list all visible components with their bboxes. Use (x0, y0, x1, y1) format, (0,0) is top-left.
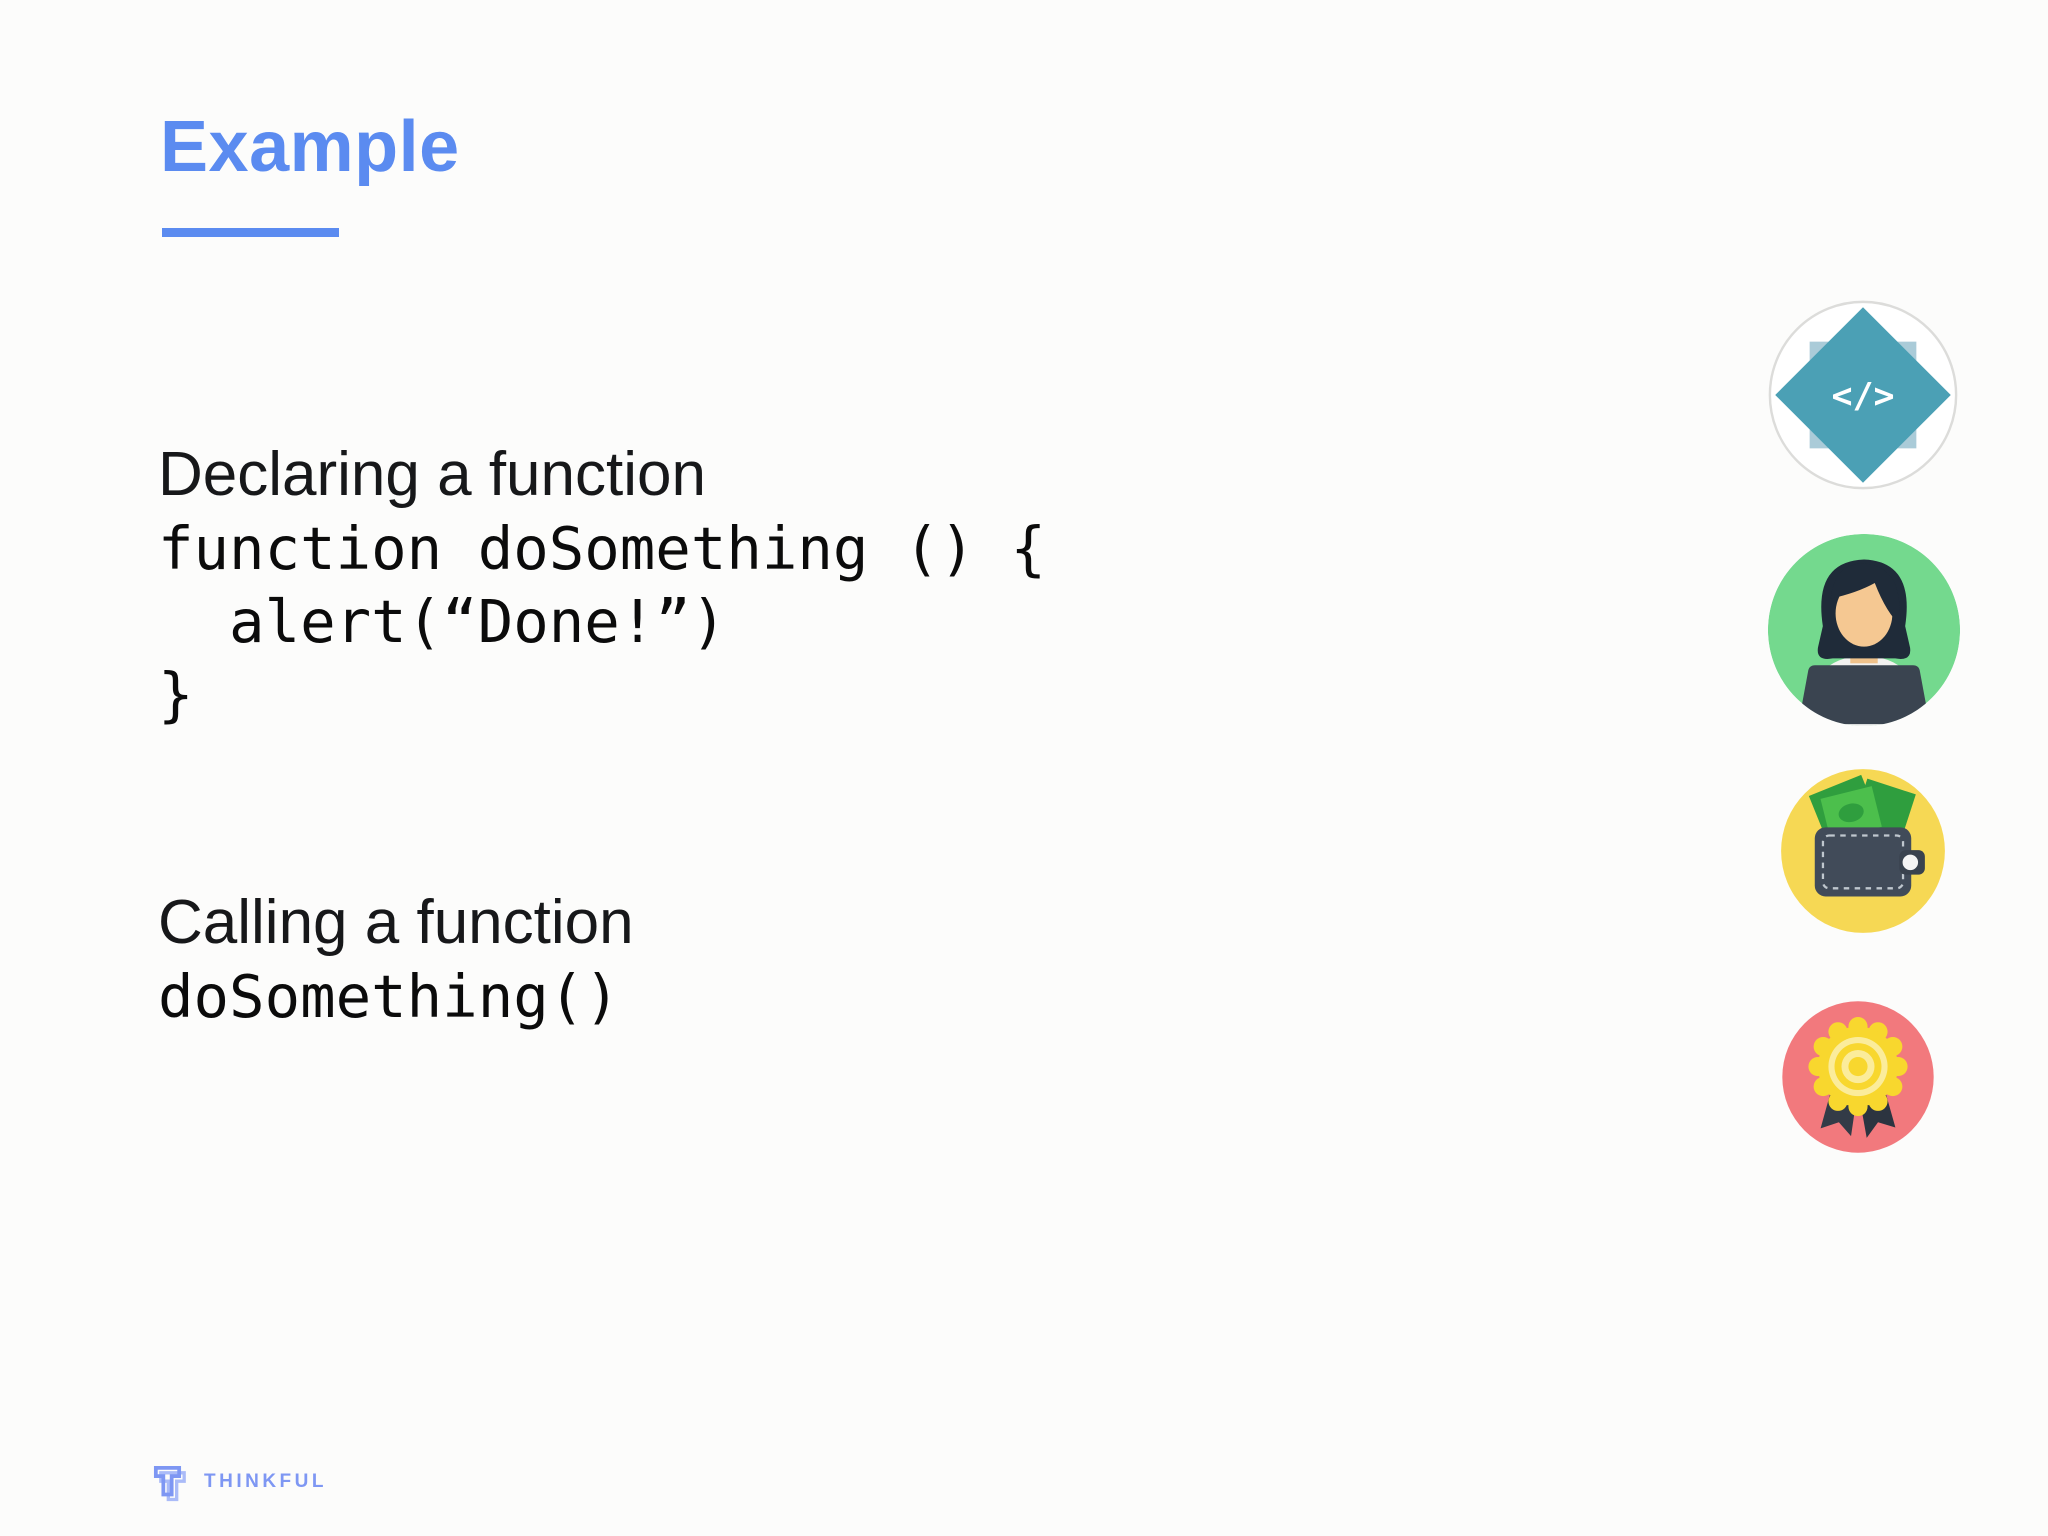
code-line: function doSomething () { (158, 514, 1047, 583)
code-line: } (158, 660, 194, 729)
code-glyph: </> (1831, 377, 1894, 417)
award-rosette-icon (1771, 990, 1945, 1164)
section-calling-function: Calling a function doSomething() (158, 886, 634, 1033)
section-label: Calling a function (158, 888, 634, 957)
code-badge-icon: </> (1766, 298, 1960, 492)
section-label: Declaring a function (158, 440, 706, 509)
wallet-with-cash-icon (1772, 760, 1954, 942)
code-line: doSomething() (158, 962, 620, 1031)
brand-footer: THINKFUL (150, 1460, 327, 1504)
section-declaring-function: Declaring a function function doSomethin… (158, 438, 1046, 731)
developer-at-laptop-icon (1766, 532, 1962, 728)
title-underline (162, 228, 339, 237)
code-line: alert(“Done!”) (158, 587, 727, 656)
page-title: Example (160, 107, 460, 187)
brand-name: THINKFUL (204, 1471, 327, 1492)
thinkful-logo-icon (153, 1465, 186, 1502)
